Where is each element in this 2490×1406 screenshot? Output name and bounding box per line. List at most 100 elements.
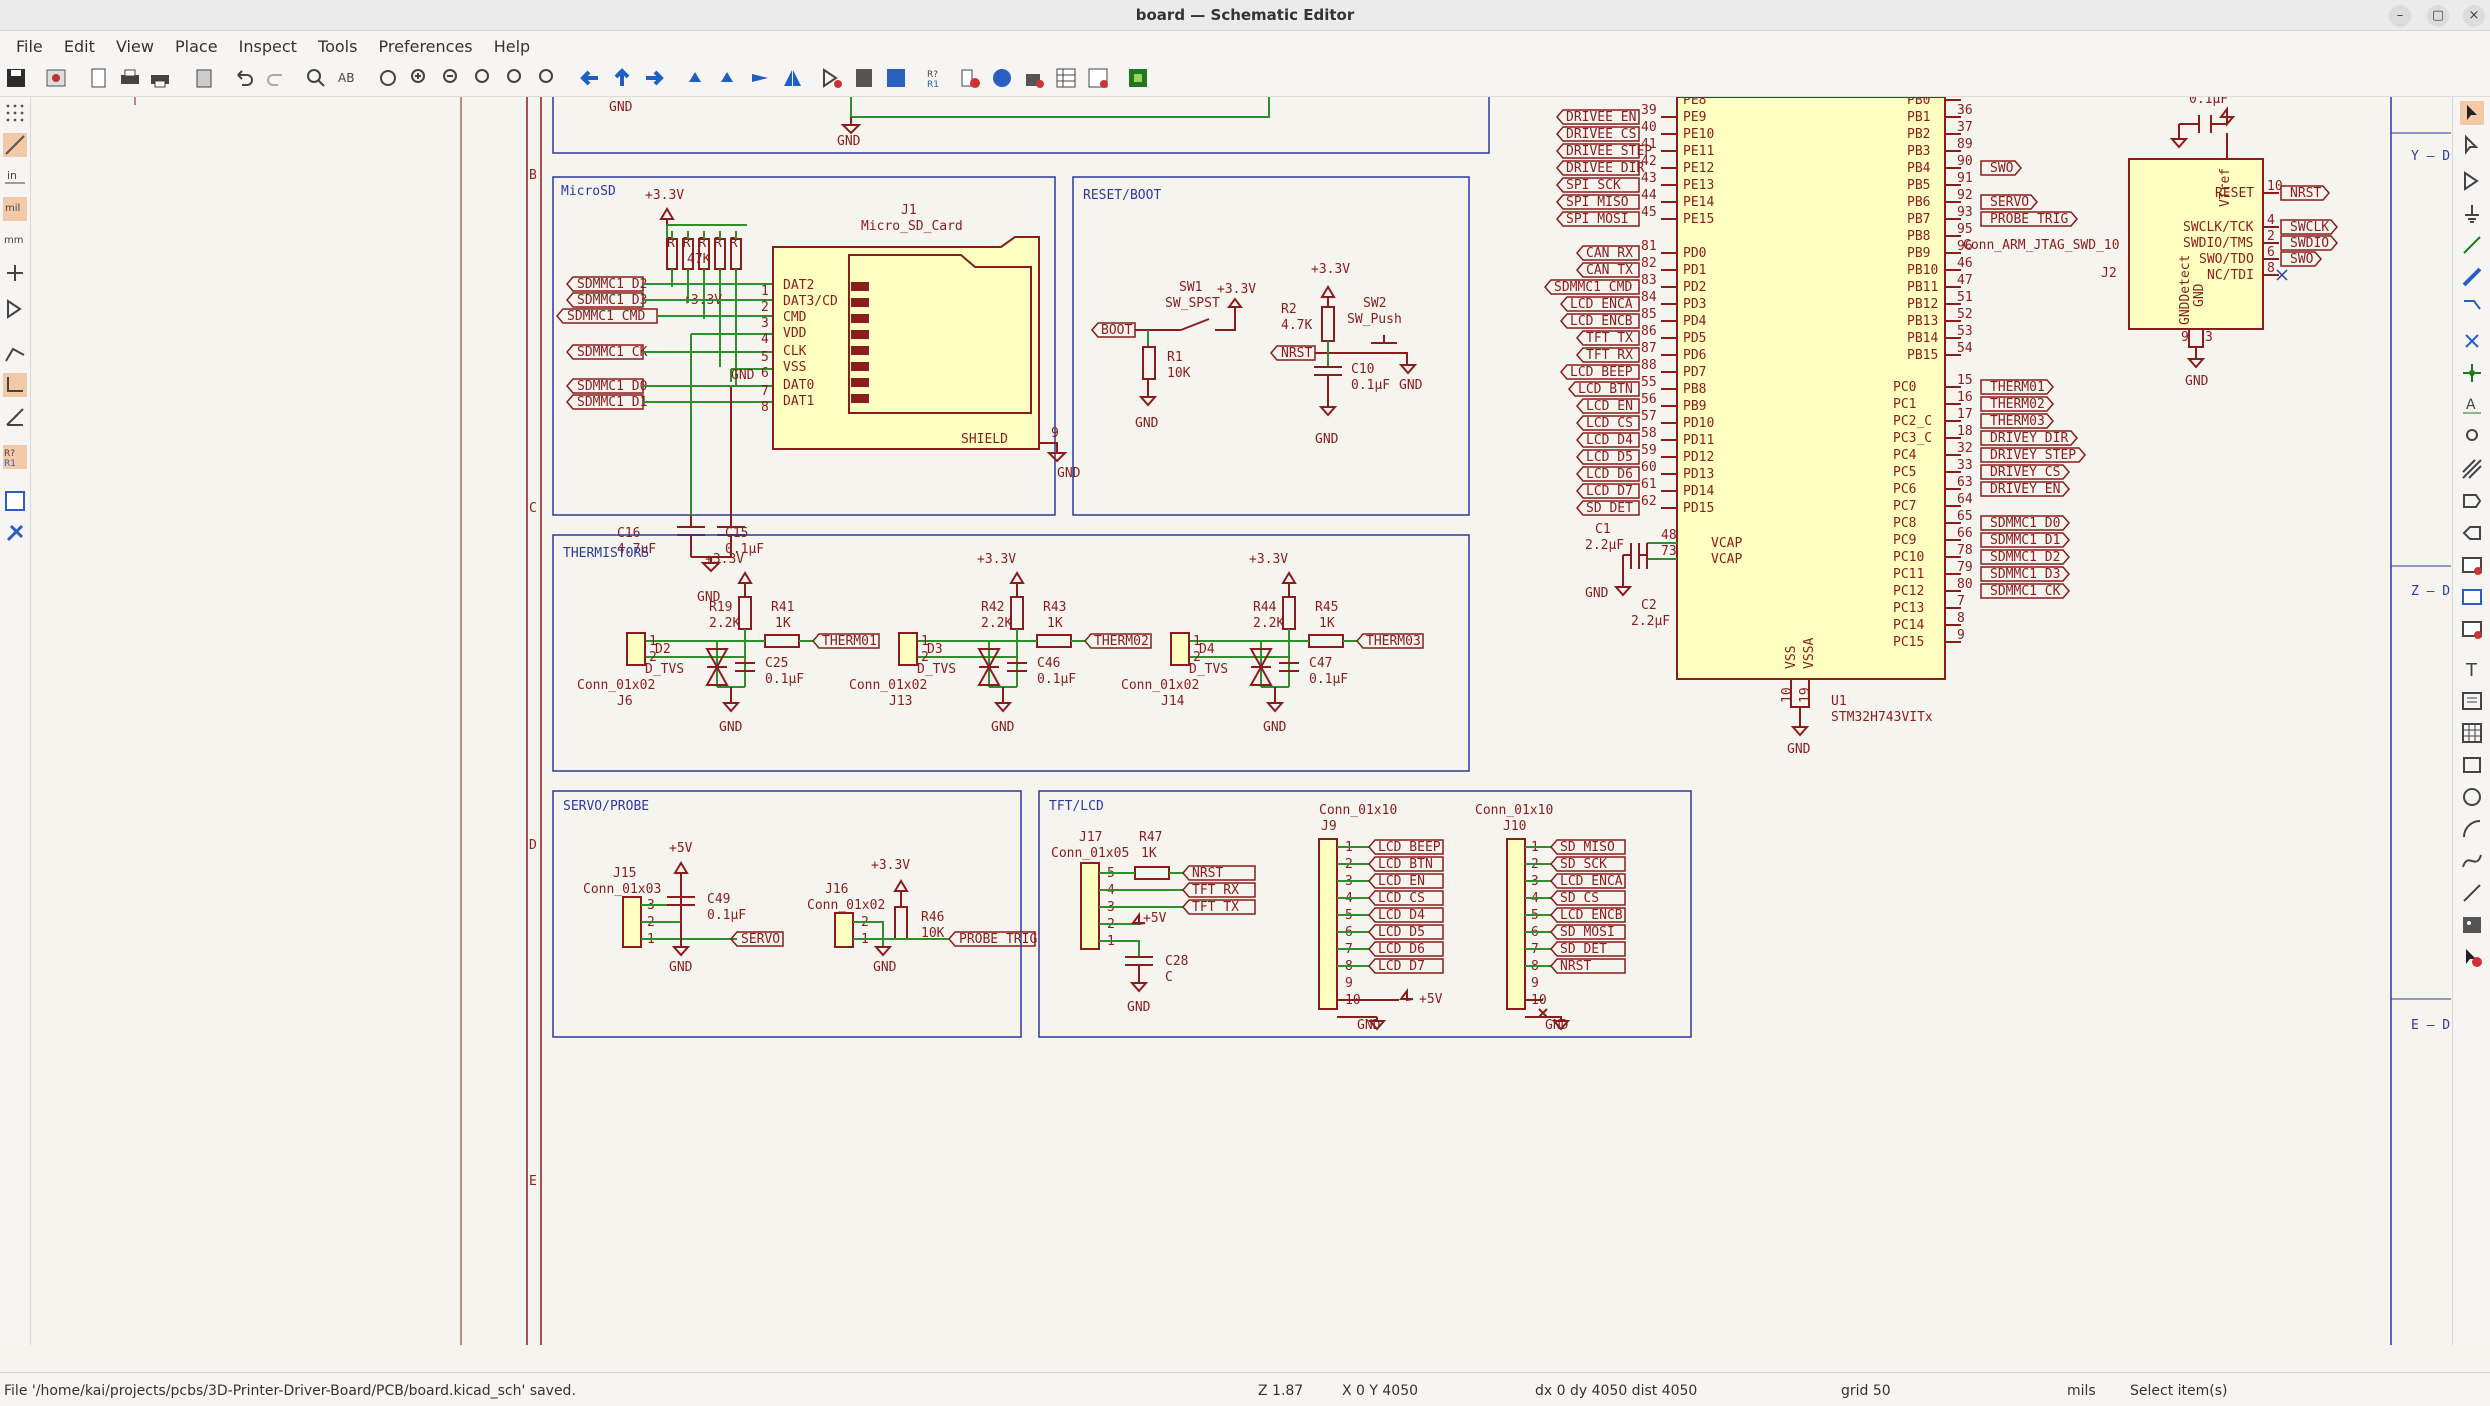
schematic-canvas[interactable]: B C D E Y – D Z – D E – D GND GND MicroS… <box>31 97 2451 1345</box>
svg-text:83: 83 <box>1641 273 1657 288</box>
save-icon[interactable] <box>4 66 28 90</box>
circle-icon[interactable] <box>2460 785 2484 809</box>
cursor-icon[interactable] <box>3 261 27 285</box>
svg-text:91: 91 <box>1957 171 1973 186</box>
page-settings-icon[interactable] <box>86 66 110 90</box>
image-icon[interactable] <box>2460 913 2484 937</box>
sheet-pin-icon[interactable] <box>2460 617 2484 641</box>
import-sheet-pin-icon[interactable] <box>2460 585 2484 609</box>
close-icon[interactable]: × <box>2463 5 2485 27</box>
svg-text:C16: C16 <box>617 526 640 541</box>
simulator-icon[interactable] <box>990 66 1014 90</box>
zoom-selection-icon[interactable] <box>536 66 560 90</box>
bom-icon[interactable] <box>1054 66 1078 90</box>
svg-text:+3.3V: +3.3V <box>1311 262 1350 277</box>
svg-text:58: 58 <box>1641 426 1657 441</box>
rotate-ccw-icon[interactable] <box>684 66 708 90</box>
zoom-objects-icon[interactable] <box>504 66 528 90</box>
svg-text:PB12: PB12 <box>1907 297 1938 312</box>
menu-edit[interactable]: Edit <box>64 37 95 56</box>
svg-text:PB8: PB8 <box>1907 229 1930 244</box>
highlight-net-icon[interactable] <box>2460 133 2484 157</box>
zoom-in-icon[interactable] <box>408 66 432 90</box>
properties-panel-icon[interactable] <box>3 521 27 545</box>
mils-icon[interactable]: mil <box>3 197 27 221</box>
menu-inspect[interactable]: Inspect <box>239 37 297 56</box>
line-mode-90-icon[interactable] <box>3 373 27 397</box>
pcb-editor-icon[interactable] <box>1126 66 1150 90</box>
line-mode-45-icon[interactable] <box>3 405 27 429</box>
add-power-icon[interactable] <box>2460 201 2484 225</box>
svg-text:GND: GND <box>2185 374 2209 389</box>
navigate-back-icon[interactable] <box>578 66 602 90</box>
svg-text:48: 48 <box>1661 528 1677 543</box>
schematic-setup-icon[interactable] <box>44 66 68 90</box>
menu-place[interactable]: Place <box>175 37 218 56</box>
table-icon[interactable] <box>2460 721 2484 745</box>
undo-icon[interactable] <box>232 66 256 90</box>
netlist-icon[interactable] <box>1022 66 1046 90</box>
hierarchy-panel-icon[interactable] <box>3 489 27 513</box>
hier-label-icon[interactable] <box>2460 521 2484 545</box>
rotate-cw-icon[interactable] <box>716 66 740 90</box>
svg-text:PB13: PB13 <box>1907 314 1938 329</box>
erc-icon[interactable] <box>958 66 982 90</box>
delete-tool-icon[interactable] <box>2460 945 2484 969</box>
select-tool-icon[interactable] <box>2460 101 2484 125</box>
junction-icon[interactable] <box>2460 361 2484 385</box>
textbox-icon[interactable] <box>2460 689 2484 713</box>
zoom-fit-icon[interactable] <box>472 66 496 90</box>
plot-icon[interactable] <box>148 66 172 90</box>
mirror-h-icon[interactable] <box>748 66 772 90</box>
global-label-icon[interactable] <box>2460 489 2484 513</box>
text-icon[interactable]: T <box>2460 657 2484 681</box>
svg-text:C47: C47 <box>1309 656 1332 671</box>
assign-footprints-icon[interactable]: R?R1 <box>926 66 950 90</box>
menu-preferences[interactable]: Preferences <box>379 37 473 56</box>
line-mode-free-icon[interactable] <box>3 341 27 365</box>
hidden-pins-icon[interactable] <box>3 297 27 321</box>
redo-icon[interactable] <box>264 66 288 90</box>
j17-net-label-text: TFT_TX <box>1192 900 1239 915</box>
find-replace-icon[interactable]: AB <box>336 66 360 90</box>
print-icon[interactable] <box>118 66 142 90</box>
navigate-forward-icon[interactable] <box>642 66 666 90</box>
no-connect-icon[interactable] <box>2460 329 2484 353</box>
svg-text:+3.3V: +3.3V <box>977 552 1016 567</box>
zoom-out-icon[interactable] <box>440 66 464 90</box>
bus-entry-icon[interactable] <box>2460 297 2484 321</box>
refresh-icon[interactable] <box>376 66 400 90</box>
rule-area-icon[interactable] <box>2460 457 2484 481</box>
symbol-library-icon[interactable] <box>852 66 876 90</box>
minimize-icon[interactable]: – <box>2389 5 2411 27</box>
net-label-icon[interactable]: A <box>2460 393 2484 417</box>
hier-sheet-icon[interactable] <box>2460 553 2484 577</box>
symbol-editor-icon[interactable] <box>820 66 844 90</box>
inches-icon[interactable]: in <box>3 165 27 189</box>
add-symbol-icon[interactable] <box>2460 169 2484 193</box>
paste-icon[interactable] <box>192 66 216 90</box>
maximize-icon[interactable]: ▢ <box>2427 5 2449 27</box>
find-icon[interactable] <box>304 66 328 90</box>
menu-file[interactable]: File <box>16 37 43 56</box>
line-icon[interactable] <box>2460 881 2484 905</box>
j10-net-label-text: SD_CS <box>1560 891 1599 906</box>
menu-help[interactable]: Help <box>494 37 530 56</box>
millimeters-icon[interactable]: mm <box>3 229 27 253</box>
bezier-icon[interactable] <box>2460 849 2484 873</box>
grid-overrides-icon[interactable] <box>3 133 27 157</box>
annotate-toggle-icon[interactable]: R?R1 <box>3 445 27 469</box>
mirror-v-icon[interactable] <box>780 66 804 90</box>
rectangle-icon[interactable] <box>2460 753 2484 777</box>
navigate-up-icon[interactable] <box>610 66 634 90</box>
edit-fields-icon[interactable] <box>1086 66 1110 90</box>
annotate-icon[interactable] <box>884 66 908 90</box>
arc-icon[interactable] <box>2460 817 2484 841</box>
net-class-icon[interactable] <box>2460 425 2484 449</box>
add-wire-icon[interactable] <box>2460 233 2484 257</box>
add-bus-icon[interactable] <box>2460 265 2484 289</box>
menu-view[interactable]: View <box>116 37 154 56</box>
grid-icon[interactable] <box>3 101 27 125</box>
svg-text:Conn_01x02: Conn_01x02 <box>577 678 655 693</box>
menu-tools[interactable]: Tools <box>318 37 357 56</box>
